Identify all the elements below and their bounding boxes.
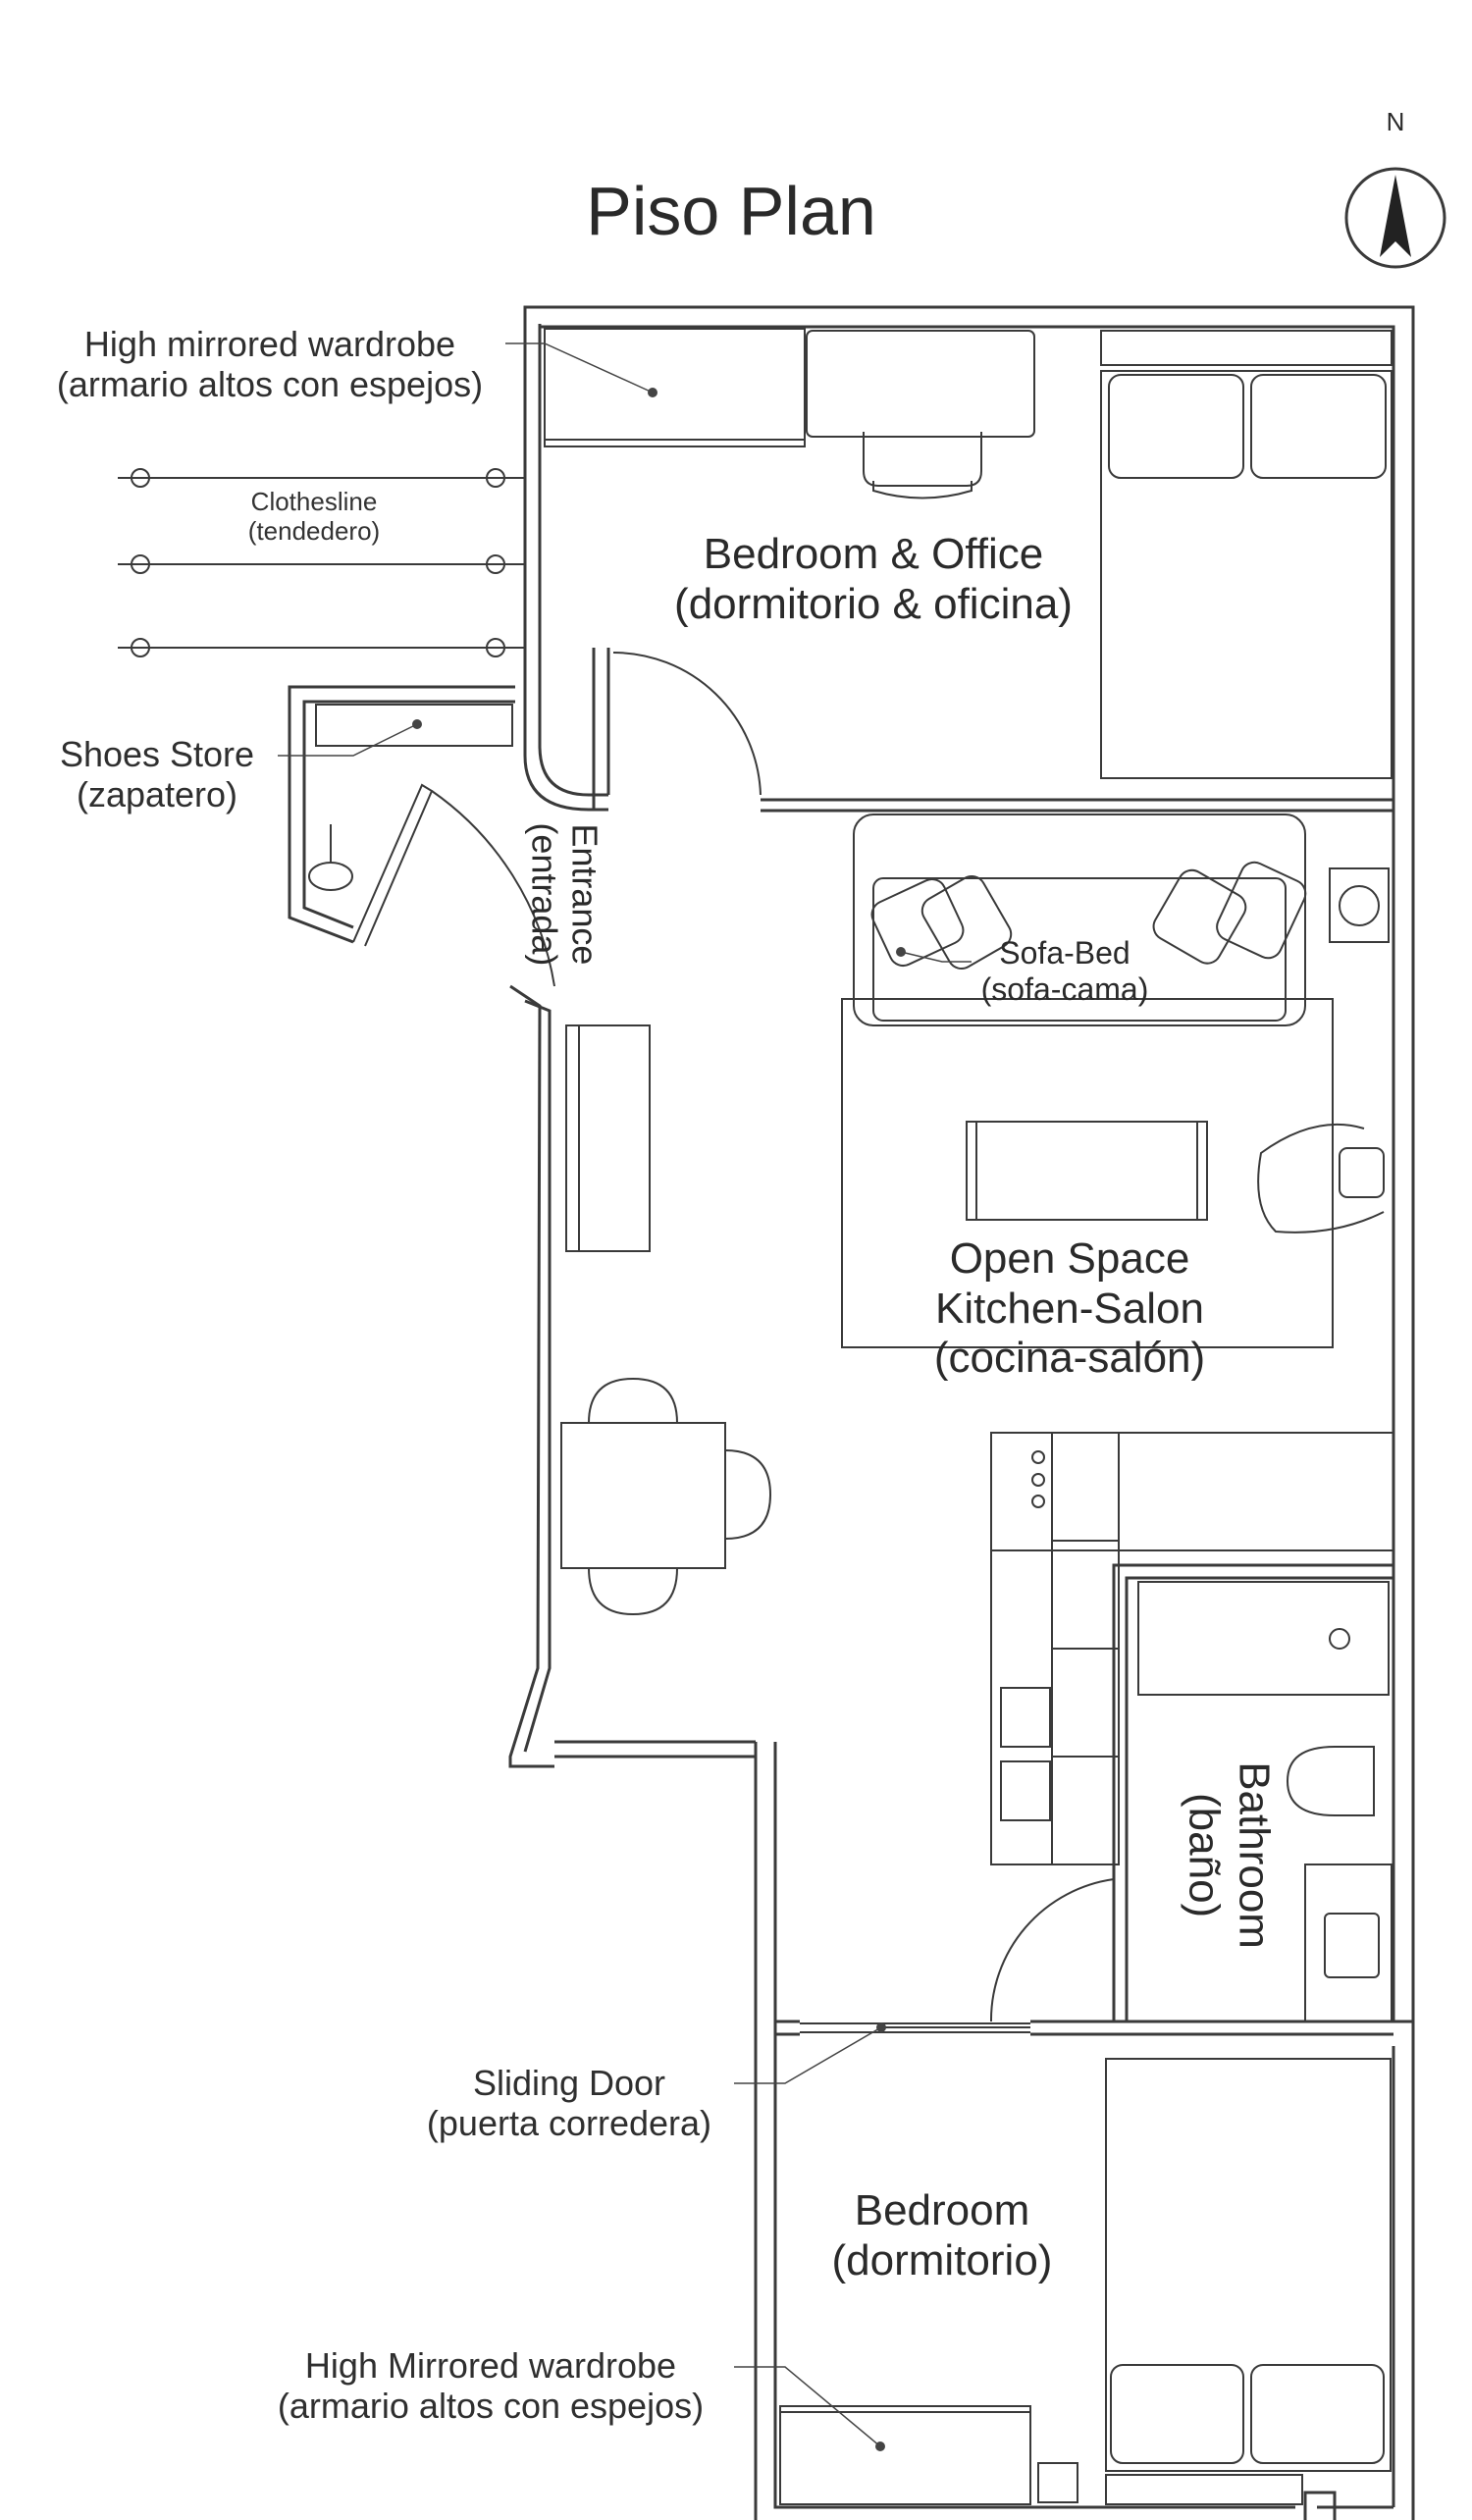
sink: [1304, 1864, 1393, 2022]
room-bedroom-office: Bedroom & Office (dormitorio & oficina): [628, 530, 1119, 629]
callout-line: (armario altos con espejos): [277, 2386, 705, 2427]
sliding-door: [800, 2022, 1030, 2033]
room-bathroom: Bathroom (baño): [1179, 1728, 1279, 1983]
callout-line: (sofa-cama): [980, 971, 1149, 1007]
callout-line: (puerta corredera): [426, 2103, 712, 2144]
room-label-line: (entrada): [524, 822, 564, 967]
callout-sofa: Sofa-Bed (sofa-cama): [957, 935, 1173, 1008]
double-bed-top: [1100, 330, 1393, 779]
rug: [841, 998, 1334, 1348]
callout-line: Sofa-Bed: [999, 935, 1130, 971]
room-label-line: (dormitorio): [831, 2235, 1053, 2284]
callout-sliding-door: Sliding Door (puerta corredera): [402, 2063, 736, 2144]
sofa-bed: [853, 814, 1307, 1026]
page-title: Piso Plan: [586, 173, 876, 249]
bathtub: [1137, 1581, 1390, 1696]
callout-wardrobe-bottom: High Mirrored wardrobe (armario altos co…: [250, 2345, 731, 2427]
room-entrance: Entrance (entrada): [524, 796, 605, 992]
callout-line: (armario altos con espejos): [56, 364, 484, 405]
callout-line: Shoes Store: [59, 734, 255, 774]
room-open-space: Open Space Kitchen-Salon (cocina-salón): [864, 1234, 1276, 1384]
toilet: [1286, 1746, 1375, 1816]
tv-unit: [565, 1024, 651, 1252]
wardrobe-bottom: [779, 2405, 1078, 2505]
shoes-store: [288, 685, 555, 987]
callout-line: High Mirrored wardrobe: [304, 2345, 677, 2386]
room-label-line: Open Space: [949, 1234, 1190, 1283]
clothesline: [118, 468, 525, 657]
kitchen-counter: [990, 1432, 1394, 1865]
compass-letter: N: [1386, 107, 1405, 136]
room-label-line: Kitchen-Salon: [935, 1284, 1204, 1333]
room-label-line: Bedroom & Office: [703, 530, 1044, 578]
double-bed-bottom: [1105, 2058, 1392, 2505]
room-label-line: (baño): [1181, 1793, 1229, 1918]
callout-wardrobe-top: High mirrored wardrobe (armario altos co…: [29, 324, 510, 405]
callout-line: Clothesline: [250, 487, 378, 516]
room-label-line: Bedroom: [854, 2186, 1030, 2234]
callout-line: (tendedero): [247, 515, 381, 546]
room-label-line: Entrance: [564, 823, 605, 966]
callout-line: Sliding Door: [472, 2063, 666, 2103]
bedroom-door: [607, 652, 762, 796]
room-label-line: Bathroom: [1230, 1761, 1279, 1949]
callout-clothesline: Clothesline (tendedero): [226, 487, 402, 547]
exterior-walls: [508, 305, 1415, 2520]
desk: [806, 330, 1035, 499]
kitchen-door: [989, 1878, 1115, 2022]
callout-line: (zapatero): [76, 774, 238, 815]
room-label-line: (dormitorio & oficina): [674, 579, 1073, 628]
compass-icon: [1344, 167, 1446, 269]
room-label-line: (cocina-salón): [933, 1334, 1206, 1383]
callout-leaders: [278, 342, 972, 2447]
callout-line: High mirrored wardrobe: [83, 324, 456, 364]
armchair: [1257, 1123, 1385, 1234]
room-bedroom: Bedroom (dormitorio): [785, 2186, 1099, 2285]
dining-table: [560, 1377, 772, 1616]
wardrobe-top: [544, 328, 806, 447]
callout-shoes: Shoes Store (zapatero): [39, 734, 275, 815]
side-table: [1329, 867, 1390, 943]
